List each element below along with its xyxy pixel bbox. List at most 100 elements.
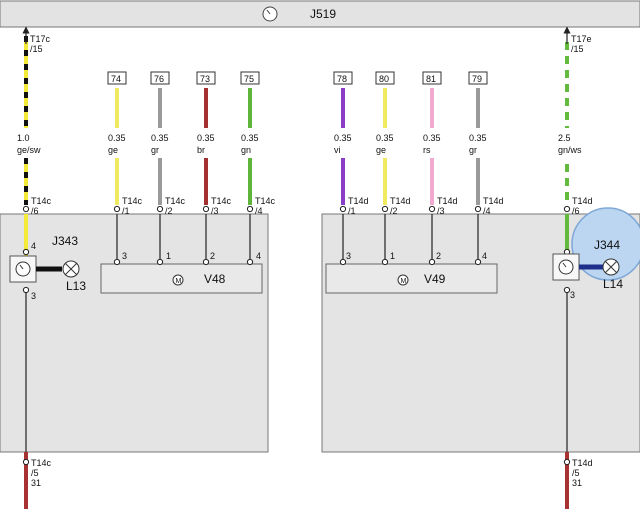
motor-v49-box[interactable]	[325, 263, 498, 294]
wire-color-code: gr	[151, 145, 159, 155]
wire-ref-label: 80	[379, 74, 389, 84]
j344-label: J344	[594, 238, 620, 252]
motor-pin-label: 1	[166, 251, 171, 261]
wire-connector-pin: /1	[348, 206, 356, 216]
wire-connector-pin: /1	[122, 206, 130, 216]
lamp-icon	[602, 258, 620, 276]
wire-ref-box	[196, 71, 216, 85]
ground-code-label: 31	[572, 478, 582, 488]
clock-icon	[558, 259, 574, 275]
wire-connector-label: T14c	[211, 196, 232, 206]
wire-ref-box	[422, 71, 442, 85]
ground-connector-node	[22, 458, 30, 466]
ground-connector-pin: /5	[31, 468, 39, 478]
wire-ref-label: 78	[337, 74, 347, 84]
wire-ref-label: 73	[200, 74, 210, 84]
wire-top-connector: T17c	[30, 34, 51, 44]
motor-pin-node	[339, 258, 347, 266]
ground-connector-node	[563, 458, 571, 466]
wire-ref-label: 81	[426, 74, 436, 84]
wire-size-label: 0.35	[241, 133, 259, 143]
module-pin-label: 3	[570, 290, 575, 300]
wire-color-code: rs	[423, 145, 431, 155]
wire-color-code: ge	[376, 145, 386, 155]
motor-pin-node	[428, 258, 436, 266]
wire-connector-node	[202, 205, 210, 213]
clock-icon	[15, 261, 31, 277]
motor-pin-label: 1	[390, 251, 395, 261]
wire-color-code: br	[197, 145, 205, 155]
wire-size-label: 0.35	[108, 133, 126, 143]
ground-connector-label: T14c	[31, 458, 52, 468]
j519-module[interactable]	[0, 0, 640, 28]
wire-size-label: 2.5	[558, 133, 571, 143]
wire-top-pin: /15	[571, 44, 584, 54]
wire-size-label: 0.35	[469, 133, 487, 143]
wire-connector-pin: /6	[31, 206, 39, 216]
wire-connector-label: T14d	[483, 196, 504, 206]
left-control-panel	[0, 213, 269, 453]
module-pin-label: 3	[31, 291, 36, 301]
wire-connector-node	[113, 205, 121, 213]
wire-connector-node	[428, 205, 436, 213]
wire-connector-label: T14d	[437, 196, 458, 206]
wire-connector-pin: /4	[255, 206, 263, 216]
module-pin-label: 4	[31, 241, 36, 251]
motor-pin-node	[113, 258, 121, 266]
motor-pin-node	[474, 258, 482, 266]
motor-pin-label: 4	[482, 251, 487, 261]
wire-connector-pin: /3	[211, 206, 219, 216]
wire-top-connector: T17e	[571, 34, 592, 44]
module-pin-node	[22, 248, 30, 256]
motor-pin-label: 3	[346, 251, 351, 261]
motor-pin-node	[156, 258, 164, 266]
wire-size-label: 1.0	[17, 133, 30, 143]
motor-v49-label: V49	[424, 272, 446, 286]
wire-top-pin: /15	[30, 44, 43, 54]
wire-ref-box	[375, 71, 395, 85]
wire-connector-label: T14c	[122, 196, 143, 206]
wire-ref-label: 74	[111, 74, 121, 84]
wire-ref-label: 79	[472, 74, 482, 84]
wire-color-code: ge/sw	[17, 145, 41, 155]
l13-label: L13	[66, 279, 86, 293]
wire-connector-node	[339, 205, 347, 213]
wire-size-label: 0.35	[376, 133, 394, 143]
wire-connector-node	[474, 205, 482, 213]
motor-pin-node	[381, 258, 389, 266]
svg-text:M: M	[401, 278, 407, 285]
wire-ref-box	[240, 71, 260, 85]
wire-connector-label: T14c	[31, 196, 52, 206]
wire-connector-pin: /2	[165, 206, 173, 216]
module-pin-node	[22, 286, 30, 294]
wire-ref-box	[150, 71, 170, 85]
wire-color-code: vi	[334, 145, 341, 155]
wire-connector-label: T14c	[165, 196, 186, 206]
svg-text:M: M	[176, 278, 182, 285]
wire-connector-pin: /2	[390, 206, 398, 216]
l14-label: L14	[603, 277, 623, 291]
wire-size-label: 0.35	[334, 133, 352, 143]
wire-color-code: ge	[108, 145, 118, 155]
motor-icon: M	[397, 274, 409, 286]
ground-connector-label: T14d	[572, 458, 593, 468]
wire-connector-node	[563, 205, 571, 213]
motor-pin-node	[202, 258, 210, 266]
wire-ref-box	[333, 71, 353, 85]
wire-connector-node	[156, 205, 164, 213]
wire-color-code: gn/ws	[558, 145, 582, 155]
lamp-icon	[62, 260, 80, 278]
wire-ref-label: 75	[244, 74, 254, 84]
wire-size-label: 0.35	[197, 133, 215, 143]
wire-size-label: 0.35	[423, 133, 441, 143]
motor-pin-label: 3	[122, 251, 127, 261]
wire-connector-node	[246, 205, 254, 213]
wire-connector-label: T14d	[572, 196, 593, 206]
motor-v48-label: V48	[204, 272, 226, 286]
wire-connector-pin: /6	[572, 206, 580, 216]
j344-highlight	[571, 207, 640, 281]
wire-ref-label: 76	[154, 74, 164, 84]
wire-connector-node	[381, 205, 389, 213]
wire-connector-pin: /3	[437, 206, 445, 216]
